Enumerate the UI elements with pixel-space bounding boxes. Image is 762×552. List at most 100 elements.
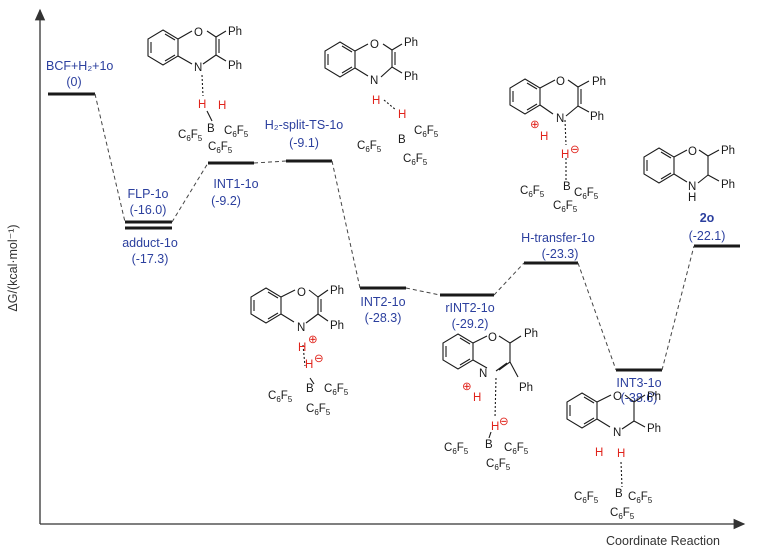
svg-text:H: H	[305, 359, 313, 371]
connector-int2-rint2	[405, 287, 441, 296]
structure-ht	[509, 78, 590, 180]
svg-text:C6F5: C6F5	[628, 491, 653, 505]
svg-text:N: N	[613, 427, 621, 439]
label-int2-value: (-28.3)	[365, 311, 402, 325]
label-r-value: (0)	[66, 75, 81, 89]
svg-text:C6F5: C6F5	[357, 140, 382, 154]
svg-text:B: B	[615, 488, 623, 500]
svg-text:H: H	[491, 421, 499, 433]
svg-text:O: O	[688, 146, 697, 158]
label-int2-name: INT2-1o	[360, 295, 405, 309]
svg-text:H: H	[398, 109, 406, 121]
energy-levels	[48, 92, 740, 372]
svg-text:B: B	[207, 123, 215, 135]
svg-text:N: N	[194, 62, 202, 74]
svg-text:C6F5: C6F5	[268, 390, 293, 404]
label-int1-value: (-9.2)	[211, 194, 241, 208]
y-axis-label: ΔG/(kcal·mol⁻¹)	[6, 224, 20, 311]
svg-text:O: O	[488, 332, 497, 344]
label-p-value: (-22.1)	[689, 229, 726, 243]
svg-text:⊕: ⊕	[308, 334, 318, 346]
connector-adduct-int1	[171, 162, 209, 223]
svg-text:C6F5: C6F5	[403, 153, 428, 167]
structure-int2	[250, 287, 329, 385]
connector-int1-ts	[253, 160, 287, 164]
svg-text:B: B	[485, 439, 493, 451]
svg-text:N: N	[370, 75, 378, 87]
svg-text:N: N	[479, 368, 487, 380]
svg-text:H: H	[561, 149, 569, 161]
svg-text:Ph: Ph	[330, 320, 344, 332]
svg-text:O: O	[370, 39, 379, 51]
structure-rint2	[442, 333, 522, 439]
svg-text:Ph: Ph	[519, 382, 533, 394]
svg-text:C6F5: C6F5	[553, 200, 578, 214]
structure-ht-labels: O N Ph Ph ⊕ H H ⊖ B C6F5 C6F5 C6F5	[520, 76, 606, 214]
svg-text:Ph: Ph	[404, 71, 418, 83]
label-ht-name: H-transfer-1o	[521, 231, 595, 245]
structure-ts-labels: O N Ph Ph H H B C6F5 C6F5 C6F5	[357, 37, 439, 167]
svg-text:Ph: Ph	[721, 145, 735, 157]
connector-r-flp	[94, 93, 126, 223]
svg-text:⊖: ⊖	[499, 416, 509, 428]
svg-text:Ph: Ph	[592, 76, 606, 88]
svg-text:Ph: Ph	[721, 179, 735, 191]
svg-text:C6F5: C6F5	[306, 403, 331, 417]
label-flp-value: (-16.0)	[130, 203, 167, 217]
svg-text:O: O	[297, 287, 306, 299]
structure-product	[643, 147, 720, 184]
svg-text:⊕: ⊕	[462, 381, 472, 393]
connector-rint2-ht	[493, 262, 525, 296]
svg-text:H: H	[540, 131, 548, 143]
label-ts-value: (-9.1)	[289, 136, 319, 150]
svg-text:C6F5: C6F5	[610, 507, 635, 521]
svg-text:O: O	[194, 27, 203, 39]
svg-text:⊕: ⊕	[530, 119, 540, 131]
svg-text:O: O	[613, 391, 622, 403]
label-flp-name: FLP-1o	[128, 187, 169, 201]
svg-text:C6F5: C6F5	[520, 185, 545, 199]
label-int3-value: (-38.6)	[621, 391, 658, 405]
svg-text:C6F5: C6F5	[208, 141, 233, 155]
svg-text:C6F5: C6F5	[224, 125, 249, 139]
svg-text:C6F5: C6F5	[574, 187, 599, 201]
svg-text:B: B	[398, 134, 406, 146]
svg-text:C6F5: C6F5	[178, 129, 203, 143]
structure-int2-labels: O N Ph Ph ⊕ H H ⊖ B C6F5 C6F5 C6F5	[268, 285, 349, 417]
connector-int3-p	[661, 245, 695, 371]
label-ts-name: H₂-split-TS-1o	[265, 118, 344, 132]
structure-int3	[566, 392, 646, 488]
svg-text:H: H	[372, 95, 380, 107]
svg-text:N: N	[556, 113, 564, 125]
structure-ts	[324, 41, 403, 111]
structure-int3-labels: O N Ph Ph H H B C6F5 C6F5 C6F5	[574, 391, 661, 521]
svg-text:C6F5: C6F5	[504, 442, 529, 456]
state-labels: BCF+H₂+1o (0) FLP-1o (-16.0) adduct-1o (…	[46, 59, 725, 405]
connector-ts-int2	[331, 160, 361, 289]
svg-text:O: O	[556, 76, 565, 88]
svg-text:H: H	[298, 342, 306, 354]
svg-text:Ph: Ph	[647, 391, 661, 403]
svg-text:C6F5: C6F5	[324, 383, 349, 397]
svg-text:H: H	[688, 192, 696, 204]
label-r-name: BCF+H₂+1o	[46, 59, 113, 73]
svg-text:⊖: ⊖	[314, 353, 324, 365]
x-axis-label: Coordinate Reaction	[606, 534, 720, 548]
svg-text:Ph: Ph	[330, 285, 344, 297]
structure-int1	[147, 29, 227, 122]
label-int3-name: INT3-1o	[616, 376, 661, 390]
connectors	[94, 93, 695, 371]
label-rint2-name: rINT2-1o	[445, 301, 494, 315]
structure-int1-labels: O N Ph Ph H H B C6F5 C6F5 C6F5	[178, 26, 249, 155]
structure-product-labels: O N H Ph Ph	[688, 145, 735, 204]
label-int1-name: INT1-1o	[213, 177, 258, 191]
svg-text:C6F5: C6F5	[414, 125, 439, 139]
svg-text:Ph: Ph	[228, 60, 242, 72]
svg-text:B: B	[563, 181, 571, 193]
label-adduct-value: (-17.3)	[132, 252, 169, 266]
svg-text:Ph: Ph	[404, 37, 418, 49]
svg-text:H: H	[473, 392, 481, 404]
structure-rint2-labels: O N Ph Ph ⊕ H H ⊖ B C6F5 C6F5 C6F5	[444, 328, 538, 472]
svg-text:N: N	[297, 322, 305, 334]
